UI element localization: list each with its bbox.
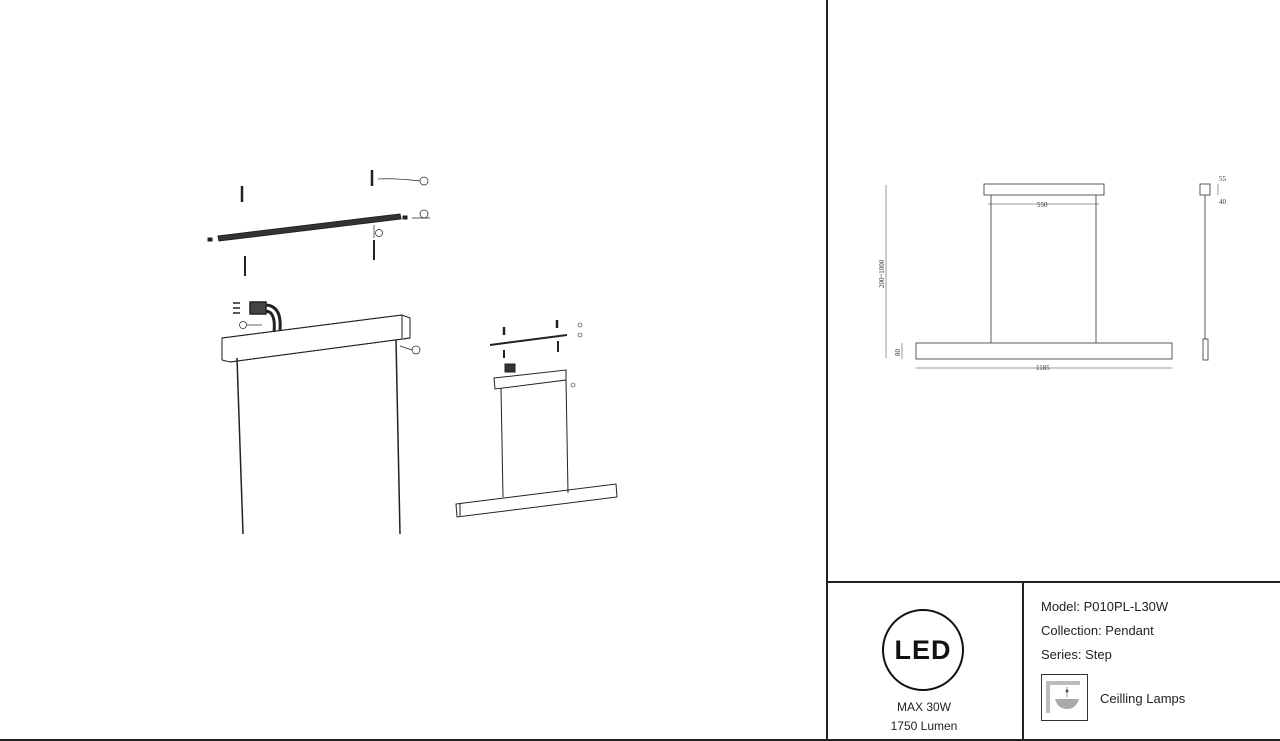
bottom-border bbox=[0, 739, 1280, 741]
light-bar-side bbox=[1202, 338, 1209, 361]
collection: Collection: Pendant bbox=[1041, 623, 1154, 638]
callouts bbox=[239, 176, 430, 355]
suspension-cables bbox=[236, 339, 401, 535]
mounting-bracket bbox=[207, 213, 408, 242]
divider-info bbox=[826, 581, 1280, 583]
model: Model: P010PL-L30W bbox=[1041, 599, 1169, 614]
light-bar-front bbox=[915, 342, 1173, 360]
dim-cable-length: 200~1000 bbox=[878, 259, 886, 288]
canopy-front bbox=[983, 183, 1105, 196]
ceiling-lamp-icon bbox=[1041, 674, 1088, 721]
canopy bbox=[221, 314, 411, 363]
series: Series: Step bbox=[1041, 647, 1112, 662]
divider-main bbox=[826, 0, 828, 741]
small-assembly bbox=[455, 320, 618, 518]
wire-connector bbox=[233, 301, 282, 333]
dim-side-height: 55 bbox=[1219, 175, 1227, 183]
dim-bar-height: 80 bbox=[894, 349, 902, 357]
divider-info-column bbox=[1022, 581, 1024, 741]
lumen: 1750 Lumen bbox=[890, 719, 958, 733]
dimension-diagram: 550 1185 200~1000 80 55 40 bbox=[878, 175, 1227, 372]
canopy-side bbox=[1199, 183, 1211, 196]
dim-bar-length: 1185 bbox=[1036, 364, 1050, 372]
assembly-diagram bbox=[207, 170, 618, 535]
led-logo: LED bbox=[882, 609, 964, 691]
led-logo-text: LED bbox=[894, 634, 952, 665]
dim-side-width: 40 bbox=[1219, 198, 1227, 206]
mounting-screws bbox=[240, 170, 375, 276]
max-power: MAX 30W bbox=[896, 700, 951, 714]
dim-canopy-width: 550 bbox=[1037, 201, 1048, 209]
category: Ceilling Lamps bbox=[1100, 691, 1186, 706]
